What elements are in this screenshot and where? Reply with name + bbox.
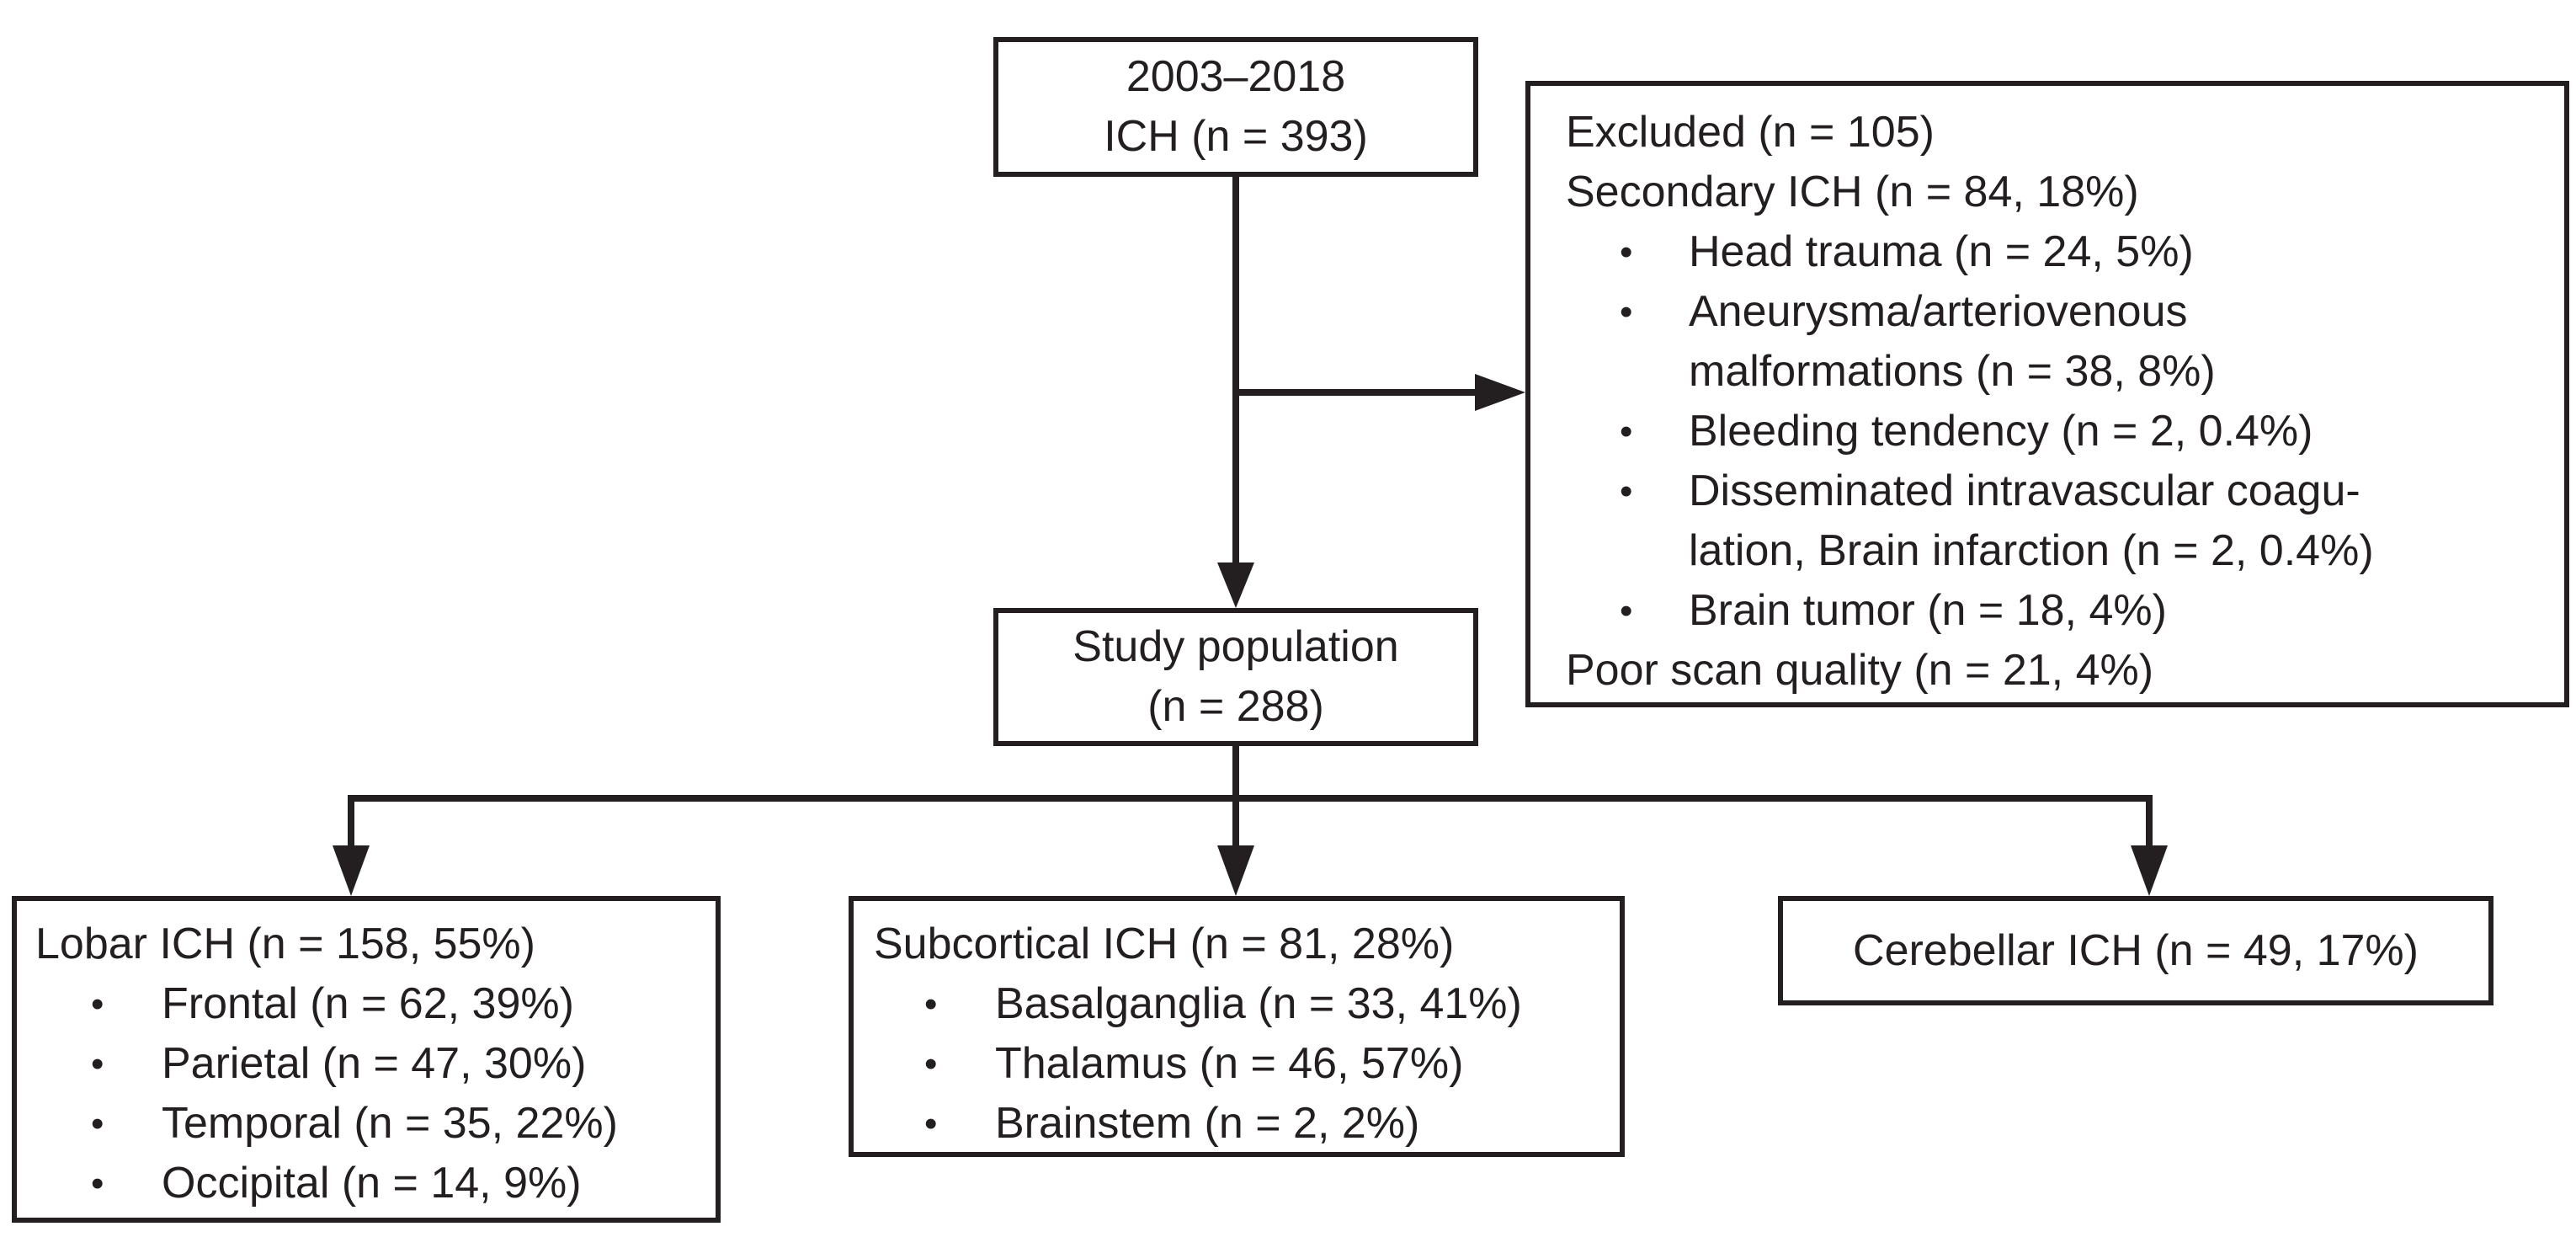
location-text: Temporal (n = 35, 22%) (162, 1099, 618, 1148)
subcortical-ich-box: Subcortical ICH (n = 81, 28%) • Basalgan… (849, 896, 1625, 1157)
lobar-ich-box: Lobar ICH (n = 158, 55%) • Frontal (n = … (12, 896, 721, 1223)
cerebellar-ich-title: Cerebellar ICH (n = 49, 17%) (1853, 925, 2419, 975)
location-text: Frontal (n = 62, 39%) (162, 979, 574, 1028)
arrowhead-lobar (333, 845, 370, 896)
bullet-icon: • (1620, 590, 1633, 632)
list-item: • Temporal (n = 35, 22%) (91, 1094, 716, 1154)
study-population-title: Study population (1072, 622, 1399, 671)
lobar-location-list: • Frontal (n = 62, 39%) • Parietal (n = … (35, 974, 716, 1213)
study-population-box: Study population (n = 288) (993, 608, 1478, 746)
bullet-icon: • (924, 1103, 938, 1144)
bullet-icon: • (91, 1043, 104, 1085)
reason-text: Aneurysma/arteriovenous (1689, 287, 2188, 336)
bullet-icon: • (91, 984, 104, 1025)
secondary-ich-label: Secondary ICH (n = 84, 18%) (1566, 168, 2139, 216)
location-text: Thalamus (n = 46, 57%) (995, 1039, 1464, 1088)
arrowhead-subcortical (1217, 845, 1254, 896)
reason-text-continued: malformations (n = 38, 8%) (1689, 347, 2216, 396)
arrowhead-excluded (1475, 374, 1525, 411)
list-item: • Basalganglia (n = 33, 41%) (924, 974, 1620, 1034)
poor-scan-quality-label: Poor scan quality (n = 21, 4%) (1566, 646, 2154, 695)
bullet-icon: • (1620, 471, 1633, 512)
location-text: Occipital (n = 14, 9%) (162, 1159, 582, 1208)
reason-text: Bleeding tendency (n = 2, 0.4%) (1689, 407, 2313, 456)
list-item: • Aneurysma/arteriovenous malformations … (1620, 282, 2564, 402)
lobar-ich-title: Lobar ICH (n = 158, 55%) (35, 920, 535, 968)
location-text: Basalganglia (n = 33, 41%) (995, 979, 1522, 1028)
location-text: Brainstem (n = 2, 2%) (995, 1099, 1420, 1148)
reason-text: Disseminated intravascular coagu- (1689, 467, 2360, 515)
list-item: • Parietal (n = 47, 30%) (91, 1034, 716, 1094)
bullet-icon: • (1620, 411, 1633, 452)
study-population-count: (n = 288) (1147, 682, 1324, 731)
bullet-icon: • (1620, 232, 1633, 273)
list-item: • Disseminated intravascular coagu- lati… (1620, 461, 2564, 581)
bullet-icon: • (91, 1103, 104, 1144)
list-item: • Bleeding tendency (n = 2, 0.4%) (1620, 402, 2564, 461)
list-item: • Head trauma (n = 24, 5%) (1620, 222, 2564, 282)
bullet-icon: • (924, 984, 938, 1025)
cohort-count: ICH (n = 393) (1104, 112, 1368, 161)
cerebellar-ich-box: Cerebellar ICH (n = 49, 17%) (1778, 896, 2494, 1005)
bullet-icon: • (924, 1043, 938, 1085)
source-cohort-box: 2003–2018 ICH (n = 393) (993, 37, 1478, 177)
exclusion-reason-list: • Head trauma (n = 24, 5%) • Aneurysma/a… (1566, 222, 2564, 641)
cohort-period: 2003–2018 (1126, 52, 1346, 101)
reason-text-continued: lation, Brain infarction (n = 2, 0.4%) (1689, 526, 2374, 575)
bullet-icon: • (91, 1163, 104, 1204)
excluded-box: Excluded (n = 105) Secondary ICH (n = 84… (1525, 81, 2569, 707)
reason-text: Brain tumor (n = 18, 4%) (1689, 586, 2167, 635)
excluded-title: Excluded (n = 105) (1566, 108, 1935, 157)
list-item: • Brain tumor (n = 18, 4%) (1620, 581, 2564, 641)
reason-text: Head trauma (n = 24, 5%) (1689, 227, 2194, 276)
bullet-icon: • (1620, 291, 1633, 333)
arrowhead-cerebellar (2131, 845, 2168, 896)
list-item: • Thalamus (n = 46, 57%) (924, 1034, 1620, 1094)
subcortical-location-list: • Basalganglia (n = 33, 41%) • Thalamus … (874, 974, 1620, 1154)
subcortical-ich-title: Subcortical ICH (n = 81, 28%) (874, 920, 1455, 968)
arrowhead-study (1217, 563, 1254, 608)
list-item: • Brainstem (n = 2, 2%) (924, 1094, 1620, 1154)
list-item: • Occipital (n = 14, 9%) (91, 1154, 716, 1213)
location-text: Parietal (n = 47, 30%) (162, 1039, 587, 1088)
list-item: • Frontal (n = 62, 39%) (91, 974, 716, 1034)
